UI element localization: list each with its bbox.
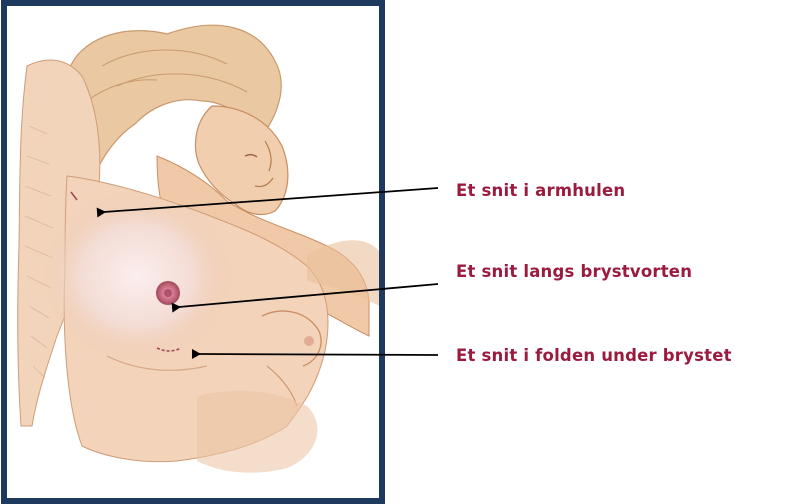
arrow-nipple (179, 284, 438, 307)
label-nipple-incision: Et snit langs brystvorten (456, 262, 692, 281)
label-fold-incision: Et snit i folden under brystet (456, 346, 732, 365)
label-armpit-incision: Et snit i armhulen (456, 181, 625, 200)
arrow-fold (199, 354, 438, 355)
arrow-armpit (104, 188, 438, 212)
